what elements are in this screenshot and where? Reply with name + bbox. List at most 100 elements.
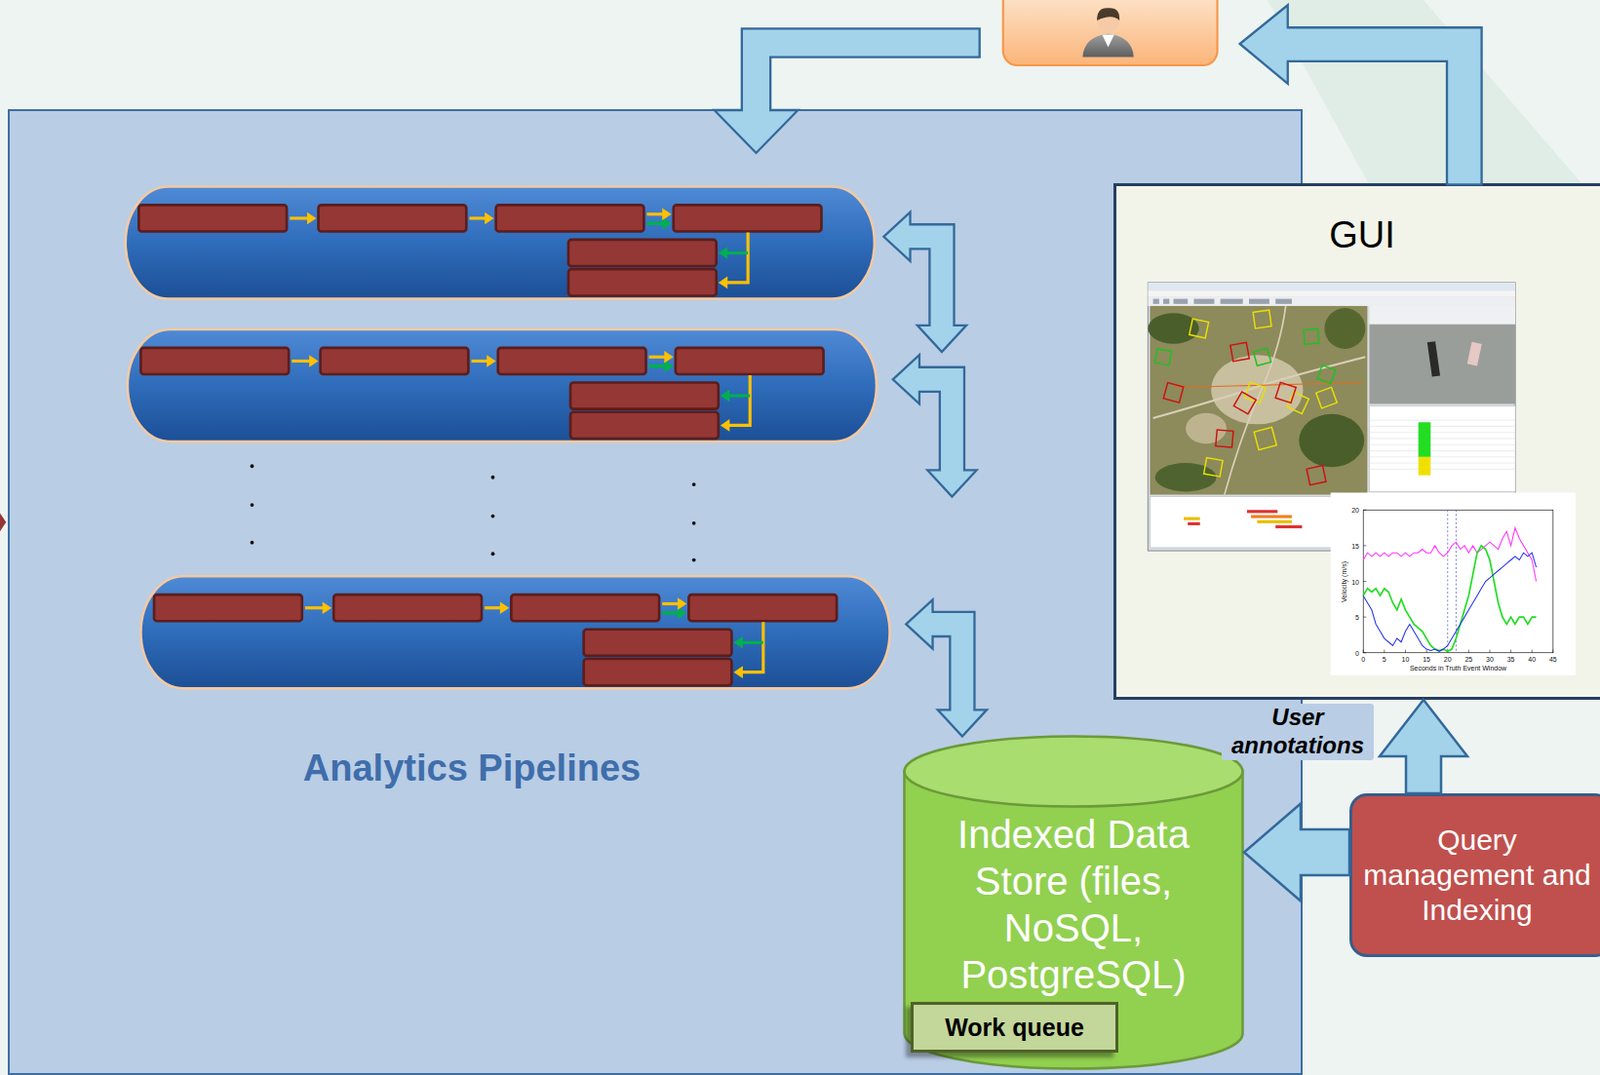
title-bar bbox=[1147, 282, 1516, 291]
axis-tick-label: 15 bbox=[1351, 542, 1360, 549]
table-rule bbox=[1368, 456, 1516, 458]
axis-tick-label: 0 bbox=[1355, 649, 1360, 657]
tree-patch bbox=[1298, 414, 1365, 468]
timeline-mark bbox=[1187, 522, 1201, 526]
axis-title: Velocity (m/s) bbox=[1340, 561, 1348, 603]
axis-title: Seconds in Truth Event Window bbox=[1409, 664, 1507, 672]
cylinder-top bbox=[904, 737, 1244, 808]
detection-box bbox=[1306, 466, 1327, 486]
detection-box bbox=[1253, 427, 1277, 450]
detection-box bbox=[1303, 328, 1320, 345]
pipeline bbox=[140, 576, 890, 689]
map-terrain bbox=[1147, 306, 1366, 496]
queue-label: Work queue bbox=[917, 1013, 1112, 1043]
tick-mark bbox=[1426, 650, 1428, 654]
table-rule bbox=[1368, 450, 1516, 452]
menu-bar bbox=[1147, 290, 1516, 297]
pipeline bbox=[125, 187, 875, 300]
tick-mark bbox=[1363, 650, 1365, 654]
tool-buttons bbox=[1153, 299, 1292, 305]
block-arrow bbox=[1244, 803, 1350, 901]
store-label-area: Indexed Data Store (files, NoSQL, Postgr… bbox=[916, 809, 1231, 1001]
block-arrow bbox=[1379, 700, 1468, 794]
table-rule bbox=[1368, 444, 1516, 446]
dot bbox=[692, 482, 697, 487]
pipeline bbox=[127, 329, 877, 442]
timeline-marks bbox=[1183, 509, 1302, 529]
block-arrow bbox=[1240, 4, 1483, 185]
panel-title-area: Analytics Pipelines bbox=[257, 742, 687, 796]
query-box: Query management and Indexing bbox=[1349, 793, 1600, 958]
axis-tick-label: 0 bbox=[1361, 656, 1366, 664]
table-rule bbox=[1368, 437, 1516, 439]
double-arrow bbox=[883, 212, 967, 352]
tick-mark bbox=[1510, 650, 1512, 654]
results-table bbox=[1368, 406, 1516, 493]
detection-box bbox=[1215, 429, 1234, 448]
axis-tick-label: 45 bbox=[1549, 656, 1558, 664]
dot bbox=[250, 541, 255, 546]
table-rule bbox=[1368, 468, 1516, 470]
series-lines bbox=[1363, 528, 1536, 653]
detection-box bbox=[1252, 310, 1272, 329]
detection-box bbox=[1317, 365, 1336, 385]
tool-button bbox=[1248, 299, 1270, 305]
table-rule bbox=[1368, 431, 1516, 433]
work-queue-box: Work queue bbox=[910, 1002, 1119, 1054]
axis-tick-label: 25 bbox=[1464, 656, 1473, 664]
tick-mark bbox=[1404, 650, 1406, 654]
detections bbox=[1155, 310, 1338, 485]
tool-button bbox=[1193, 299, 1214, 305]
data-store-cylinder: Work queue Indexed Data Store (files, NoS… bbox=[902, 735, 1245, 1071]
detection-box bbox=[1204, 458, 1223, 477]
video-frame bbox=[1368, 324, 1516, 405]
query-label: Query management and Indexing bbox=[1360, 822, 1595, 929]
block-arrow bbox=[714, 28, 980, 154]
queue-label-area: Work queue bbox=[917, 1007, 1112, 1049]
dot bbox=[692, 521, 697, 526]
gui-title: GUI bbox=[1116, 213, 1600, 259]
tool-button bbox=[1153, 299, 1160, 305]
axis-tick-label: 30 bbox=[1485, 656, 1494, 664]
axis-tick-label: 40 bbox=[1527, 656, 1536, 664]
store-label: Indexed Data Store (files, NoSQL, Postgr… bbox=[916, 811, 1231, 999]
panel-title: Analytics Pipelines bbox=[257, 746, 687, 792]
tick-mark bbox=[1363, 509, 1366, 511]
axis-tick-label: 5 bbox=[1382, 656, 1387, 664]
user-box bbox=[1003, 0, 1218, 66]
table-rows bbox=[1368, 420, 1516, 469]
timeline-mark bbox=[1247, 509, 1278, 513]
tool-button bbox=[1173, 299, 1189, 305]
tick-mark bbox=[1488, 650, 1490, 654]
query-label-area: Query management and Indexing bbox=[1360, 804, 1595, 947]
video-toolbar bbox=[1368, 306, 1516, 325]
clearing bbox=[1185, 413, 1227, 444]
timeline-mark bbox=[1256, 520, 1292, 524]
double-arrow bbox=[893, 354, 977, 497]
table-rule bbox=[1368, 420, 1516, 422]
tick-mark bbox=[1363, 545, 1366, 547]
gui-title-area: GUI bbox=[1116, 211, 1600, 261]
tick-mark bbox=[1363, 617, 1366, 619]
axis-tick-label: 35 bbox=[1507, 656, 1516, 664]
tick-mark bbox=[1468, 650, 1470, 654]
user-collar bbox=[1101, 35, 1115, 48]
tool-bar bbox=[1147, 297, 1516, 307]
detection-box bbox=[1316, 387, 1337, 408]
user-hair bbox=[1096, 7, 1120, 21]
tick-mark bbox=[1363, 652, 1366, 654]
dot bbox=[491, 475, 496, 480]
user-body bbox=[1082, 34, 1133, 58]
cylinder-body bbox=[904, 772, 1244, 1070]
velocity-chart bbox=[1330, 492, 1576, 675]
table-rule bbox=[1368, 463, 1516, 465]
tree-patch bbox=[1155, 463, 1217, 492]
video-object bbox=[1427, 341, 1441, 377]
tool-button bbox=[1220, 299, 1244, 305]
event-marker bbox=[1446, 509, 1448, 654]
detection-box bbox=[1155, 349, 1172, 366]
double-arrow bbox=[905, 599, 987, 737]
timeline-mark bbox=[1183, 517, 1201, 521]
